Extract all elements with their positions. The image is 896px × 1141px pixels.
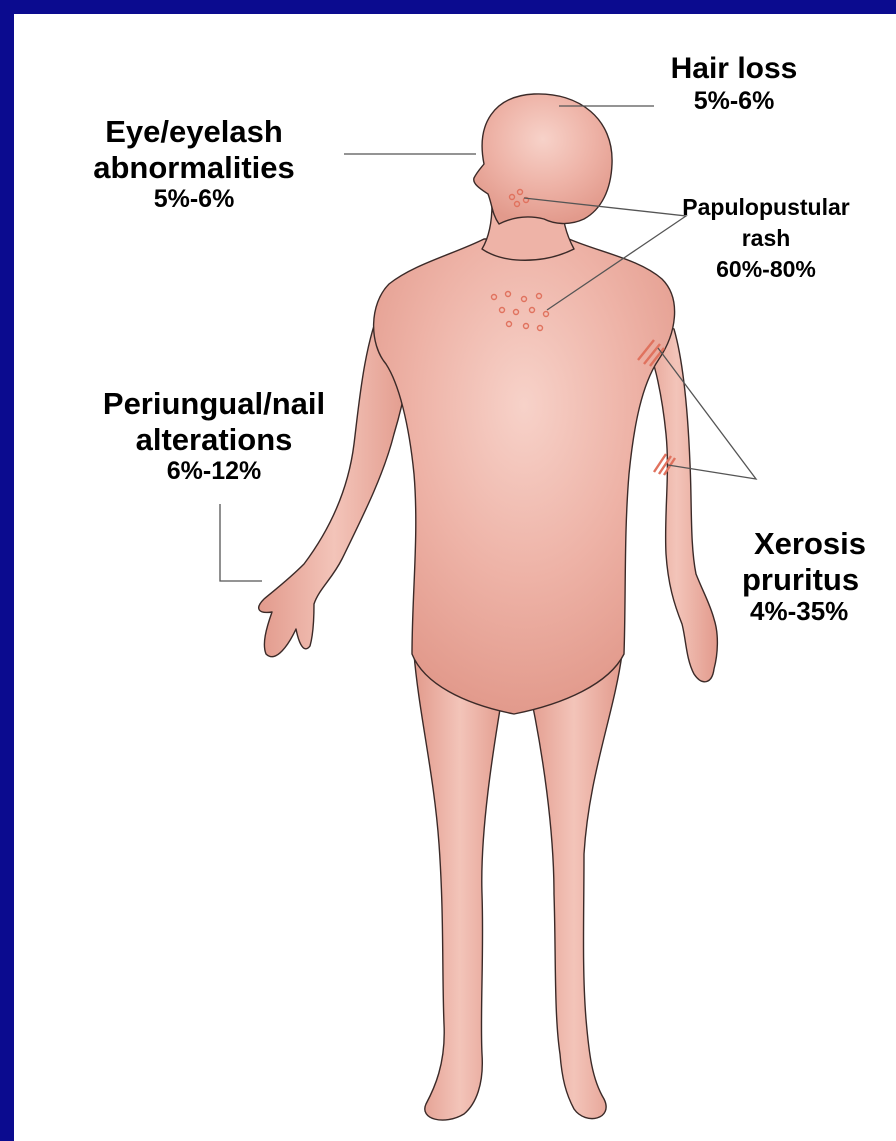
- nail-subtitle: alterations: [54, 422, 374, 458]
- eye-label: Eye/eyelash abnormalities 5%-6%: [54, 114, 334, 214]
- xerosis-value: 4%-35%: [750, 597, 896, 627]
- xerosis-subtitle: pruritus: [742, 562, 896, 598]
- papulopustular-subtitle: rash: [636, 223, 896, 254]
- papulopustular-value: 60%-80%: [636, 254, 896, 285]
- hair-loss-value: 5%-6%: [654, 87, 814, 116]
- right-leg: [526, 654, 622, 1119]
- xerosis-label: Xerosis pruritus 4%-35%: [754, 526, 896, 627]
- nail-title: Periungual/nail: [54, 386, 374, 422]
- papulopustular-label: Papulopustular rash 60%-80%: [636, 192, 896, 285]
- xerosis-title: Xerosis: [754, 526, 896, 562]
- left-leg: [414, 654, 506, 1120]
- eye-title: Eye/eyelash: [54, 114, 334, 150]
- nail-label: Periungual/nail alterations 6%-12%: [54, 386, 374, 486]
- torso: [374, 239, 675, 714]
- head: [474, 94, 612, 224]
- slide-panel: Hair loss 5%-6% Eye/eyelash abnormalitie…: [14, 14, 896, 1141]
- eye-subtitle: abnormalities: [54, 150, 334, 186]
- nail-leader: [220, 504, 262, 581]
- hair-loss-title: Hair loss: [654, 52, 814, 87]
- papulopustular-title: Papulopustular: [636, 192, 896, 223]
- hair-loss-label: Hair loss 5%-6%: [654, 52, 814, 115]
- nail-value: 6%-12%: [54, 457, 374, 486]
- eye-value: 5%-6%: [54, 185, 334, 214]
